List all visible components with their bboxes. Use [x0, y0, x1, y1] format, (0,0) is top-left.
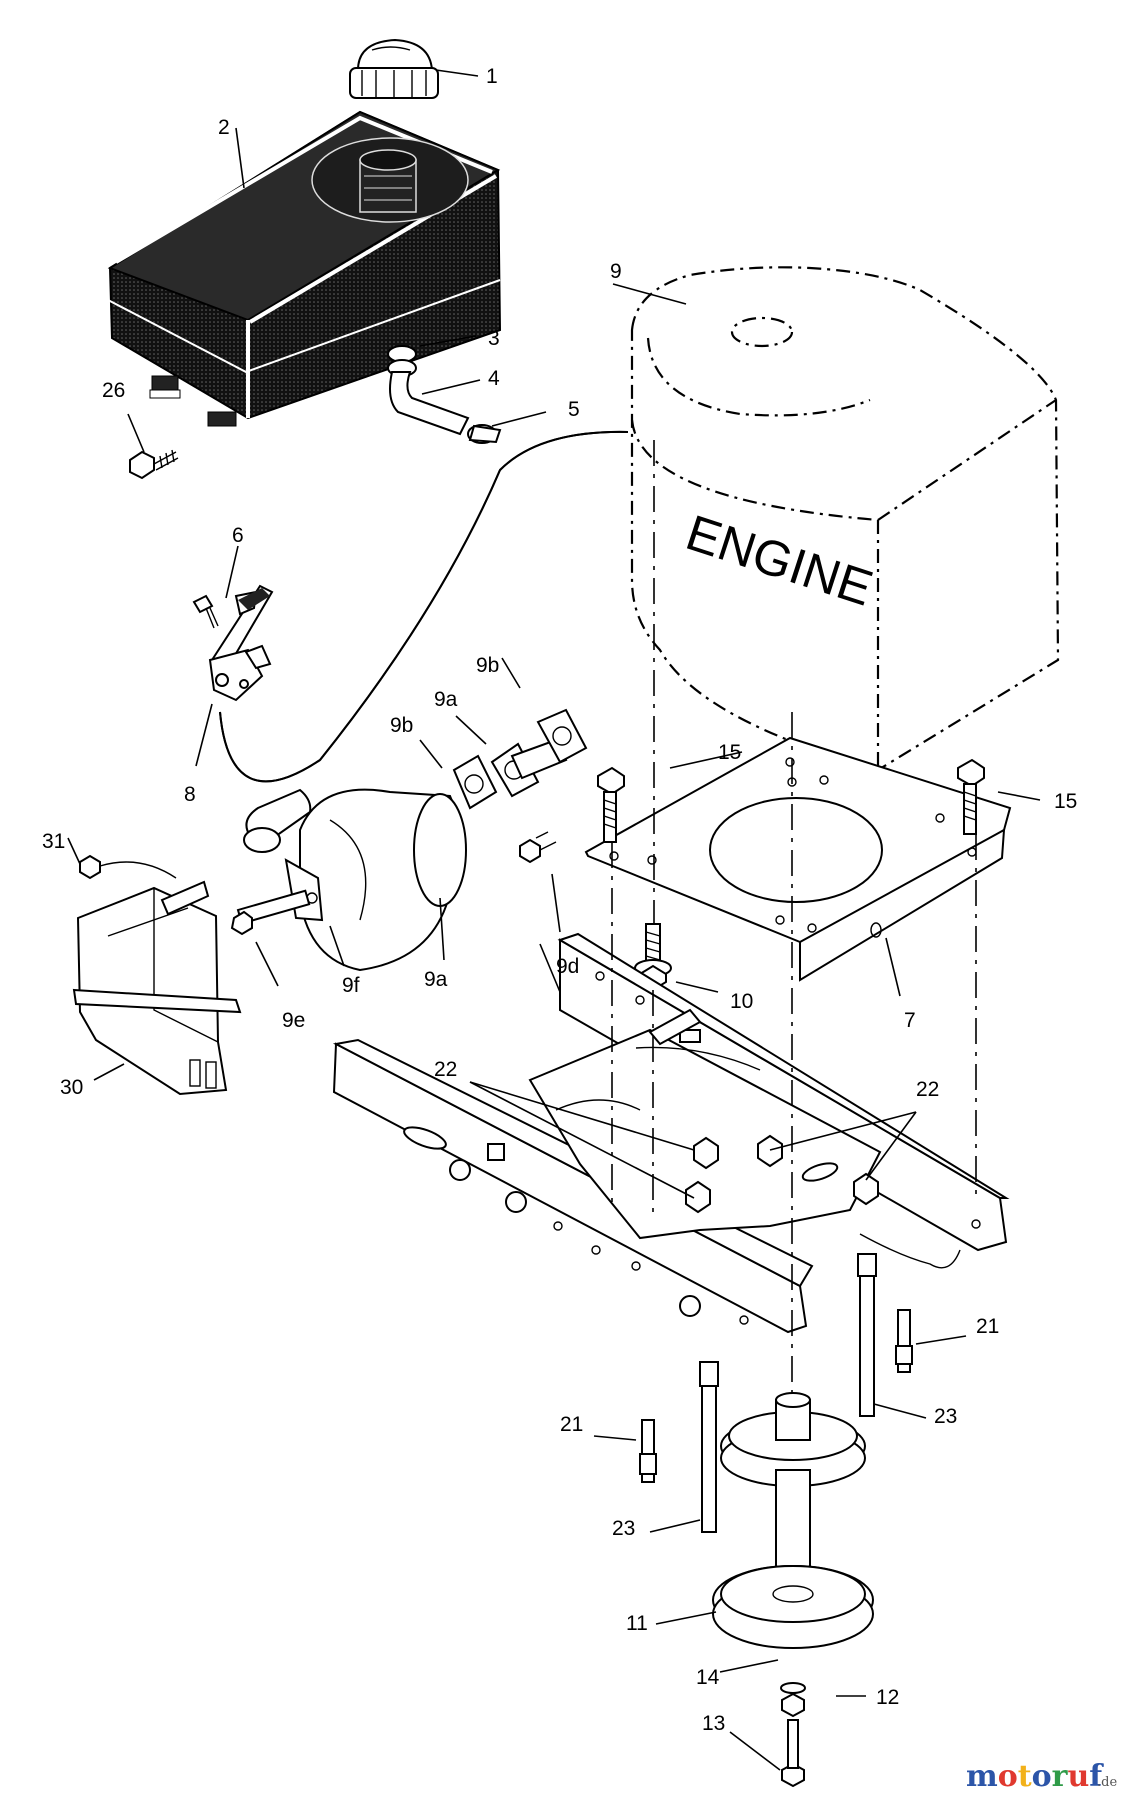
- callout-10: 10: [730, 990, 753, 1013]
- callout-21-left: 21: [560, 1413, 583, 1436]
- callout-1: 1: [486, 65, 498, 88]
- callout-15-right: 15: [1054, 790, 1077, 813]
- callout-22-right: 22: [916, 1078, 939, 1101]
- callout-9a-2: 9a: [424, 968, 448, 991]
- callout-13: 13: [702, 1712, 725, 1735]
- callout-9a-1: 9a: [434, 688, 458, 711]
- callout-21-right: 21: [976, 1315, 999, 1338]
- engine-mount-plate-part: [584, 736, 1012, 982]
- fuel-cap-part: [349, 38, 439, 99]
- callout-9b-2: 9b: [390, 714, 413, 737]
- callout-9d: 9d: [556, 955, 579, 978]
- callout-6: 6: [232, 524, 244, 547]
- callout-5: 5: [568, 398, 580, 421]
- callout-23-right: 23: [934, 1405, 957, 1428]
- callout-22-left: 22: [434, 1058, 457, 1081]
- tank-bolt-part: [129, 449, 179, 480]
- frame-rails-part: [332, 932, 1010, 1334]
- callout-9f: 9f: [342, 974, 360, 997]
- center-lines: [611, 440, 977, 1400]
- callout-15-left: 15: [718, 741, 741, 764]
- engine-bolt-left-part: [597, 766, 625, 843]
- callout-4: 4: [488, 367, 500, 390]
- throttle-control-part: [192, 430, 629, 783]
- callout-12: 12: [876, 1686, 899, 1709]
- callout-9e: 9e: [282, 1009, 305, 1032]
- nuts-part: [685, 1134, 879, 1214]
- watermark-tld-text: .de: [1097, 1775, 1117, 1790]
- svg-text:motoruf: motoruf: [966, 1759, 1104, 1794]
- callout-labels: 1 2 3 4 5 6 7 8 9 9a 9a 9b 9b 9d 9e 9f 1…: [42, 65, 1077, 1735]
- watermark-brand-text: motoruf: [966, 1759, 1104, 1794]
- callout-14: 14: [696, 1666, 720, 1689]
- watermark-logo: motoruf .de: [966, 1759, 1117, 1794]
- exhaust-gaskets-part: [452, 708, 588, 864]
- engine-outline: [630, 266, 1060, 772]
- callout-11: 11: [626, 1612, 648, 1635]
- callout-3: 3: [488, 327, 500, 350]
- heat-shield-part: [72, 854, 242, 1096]
- callout-26: 26: [102, 379, 125, 402]
- muffler-part: [230, 788, 467, 972]
- fuel-hose-part: [387, 345, 502, 444]
- callout-8: 8: [184, 783, 196, 806]
- engine-text: ENGINE: [680, 504, 880, 616]
- engine-bolt-right-part: [957, 758, 985, 835]
- callout-2: 2: [218, 116, 230, 139]
- callout-9: 9: [610, 260, 622, 283]
- pulley-part: [712, 1392, 874, 1788]
- callout-9b-1: 9b: [476, 654, 499, 677]
- callout-31: 31: [42, 830, 65, 853]
- leader-lines: [67, 69, 1041, 1771]
- callout-7: 7: [904, 1009, 916, 1032]
- callout-23-left: 23: [612, 1517, 635, 1540]
- long-bolts-part: [639, 1253, 913, 1533]
- fuel-tank-part: [107, 110, 502, 427]
- callout-30: 30: [60, 1076, 83, 1099]
